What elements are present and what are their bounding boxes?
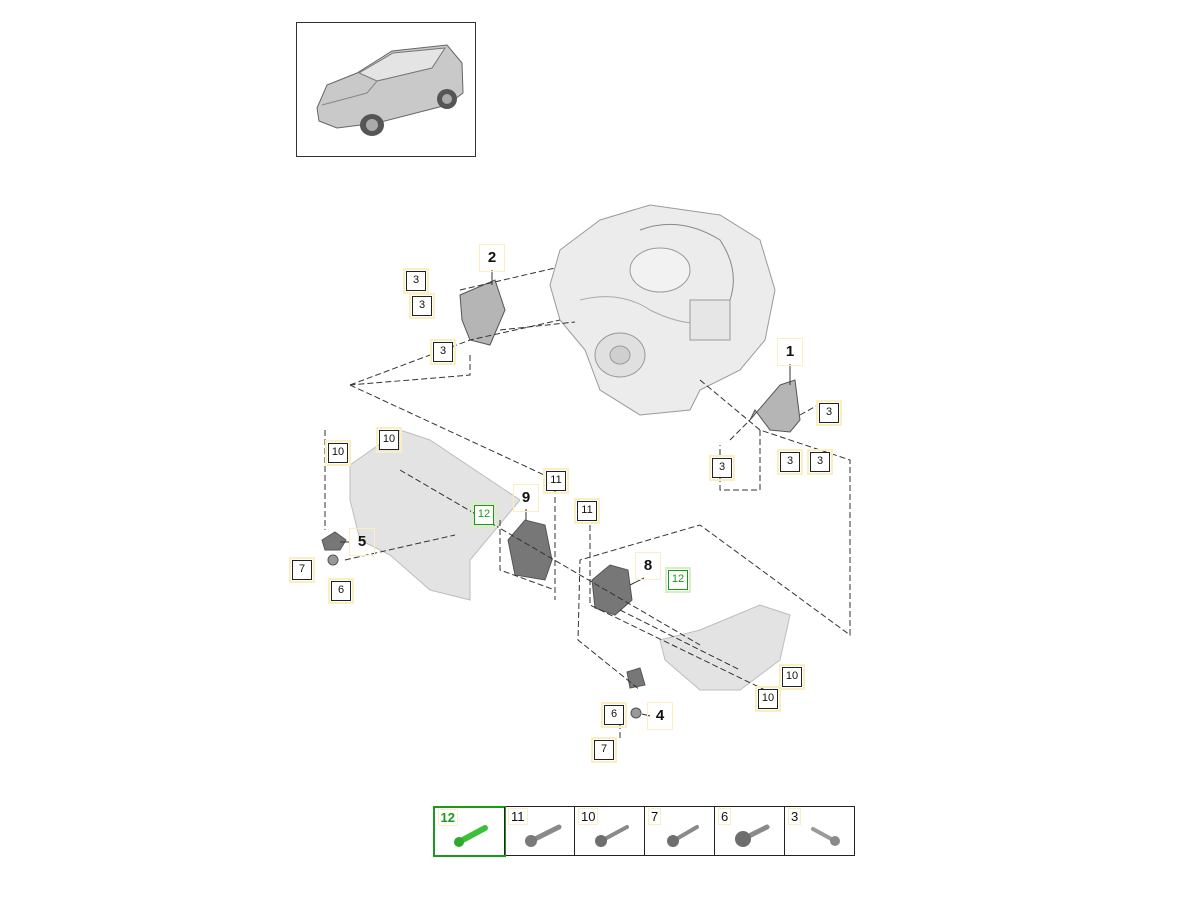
parts-strip: 12 11 10 7 6 3 [432, 805, 855, 857]
bolt-icon [667, 825, 699, 847]
callout-11[interactable]: 11 [574, 498, 600, 524]
callout-3[interactable]: 3 [430, 339, 456, 365]
bolt-icon [525, 824, 562, 847]
callout-6[interactable]: 6 [328, 578, 354, 604]
part-tile-3[interactable]: 3 [784, 807, 854, 855]
part-tile-7[interactable]: 7 [644, 807, 714, 855]
callout-10[interactable]: 10 [755, 686, 781, 712]
part-number: 3 [787, 808, 802, 825]
part-number: 11 [508, 808, 528, 825]
part-tile-6[interactable]: 6 [714, 807, 784, 855]
bolt-icon [735, 824, 770, 847]
callout-10[interactable]: 10 [325, 440, 351, 466]
callout-3[interactable]: 3 [807, 449, 833, 475]
callout-ticks [340, 270, 791, 717]
callout-3[interactable]: 3 [777, 449, 803, 475]
callout-11[interactable]: 11 [543, 468, 569, 494]
callout-9[interactable]: 9 [513, 484, 539, 512]
subframe-right [659, 604, 791, 691]
part-tile-11[interactable]: 11 [504, 807, 574, 855]
part-tile-12[interactable]: 12 [432, 805, 506, 857]
callout-1[interactable]: 1 [777, 338, 803, 366]
engine-illustration [549, 204, 776, 416]
part-tile-10[interactable]: 10 [574, 807, 644, 855]
callout-8[interactable]: 8 [635, 552, 661, 580]
suv-image [316, 44, 464, 136]
exploded-diagram [321, 204, 851, 740]
part-number: 7 [647, 808, 662, 825]
callout-3[interactable]: 3 [709, 455, 735, 481]
part-number: 10 [577, 808, 599, 825]
callout-3[interactable]: 3 [403, 268, 429, 294]
callout-5[interactable]: 5 [349, 528, 375, 556]
bolt-icon [453, 824, 488, 847]
callout-2[interactable]: 2 [479, 244, 505, 272]
vehicle-thumbnail[interactable] [296, 22, 476, 157]
callout-3[interactable]: 3 [409, 293, 435, 319]
callout-10[interactable]: 10 [779, 664, 805, 690]
callout-7[interactable]: 7 [289, 557, 315, 583]
bolt-icon [595, 825, 629, 847]
callout-4[interactable]: 4 [647, 702, 673, 730]
screw-icon [811, 827, 840, 846]
callout-12-highlighted[interactable]: 12 [665, 567, 691, 593]
callout-7[interactable]: 7 [591, 737, 617, 763]
part-number: 6 [717, 808, 732, 825]
callout-6[interactable]: 6 [601, 702, 627, 728]
callout-12-highlighted[interactable]: 12 [471, 502, 497, 528]
callout-3[interactable]: 3 [816, 400, 842, 426]
part-number: 12 [437, 808, 458, 826]
callout-10[interactable]: 10 [376, 427, 402, 453]
mount-parts [321, 279, 801, 719]
subframe-left [349, 429, 521, 601]
